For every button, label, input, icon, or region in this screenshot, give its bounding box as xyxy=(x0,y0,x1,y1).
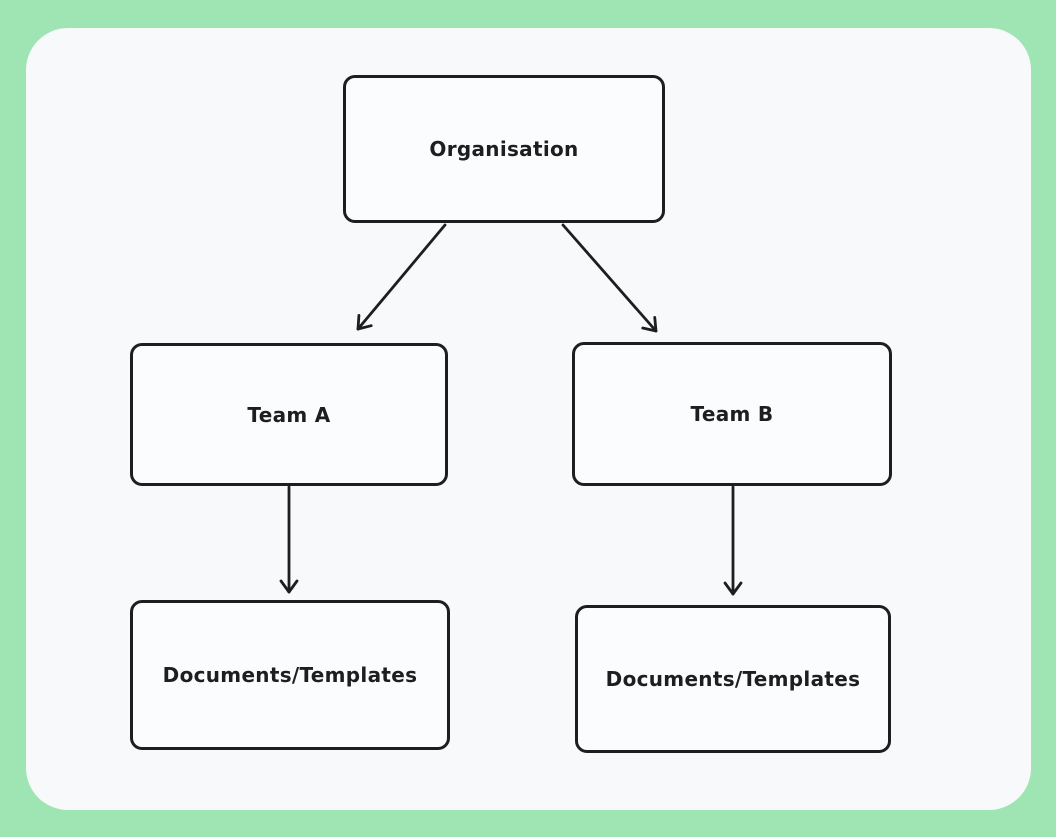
node-organisation-label: Organisation xyxy=(429,137,579,161)
node-team-a-label: Team A xyxy=(247,402,331,427)
edge-organisation-to-team-a[interactable] xyxy=(356,223,447,331)
node-documents-templates-b[interactable]: Documents/Templates xyxy=(575,605,891,753)
edge-organisation-to-team-b[interactable] xyxy=(561,223,658,333)
node-documents-templates-b-label: Documents/Templates xyxy=(605,667,861,691)
node-documents-templates-a[interactable]: Documents/Templates xyxy=(130,600,450,750)
node-organisation[interactable]: Organisation xyxy=(343,75,665,223)
node-team-b[interactable]: Team B xyxy=(572,342,892,486)
node-team-b-label: Team B xyxy=(690,402,774,426)
node-documents-templates-a-label: Documents/Templates xyxy=(162,663,418,687)
node-team-a[interactable]: Team A xyxy=(130,343,448,486)
